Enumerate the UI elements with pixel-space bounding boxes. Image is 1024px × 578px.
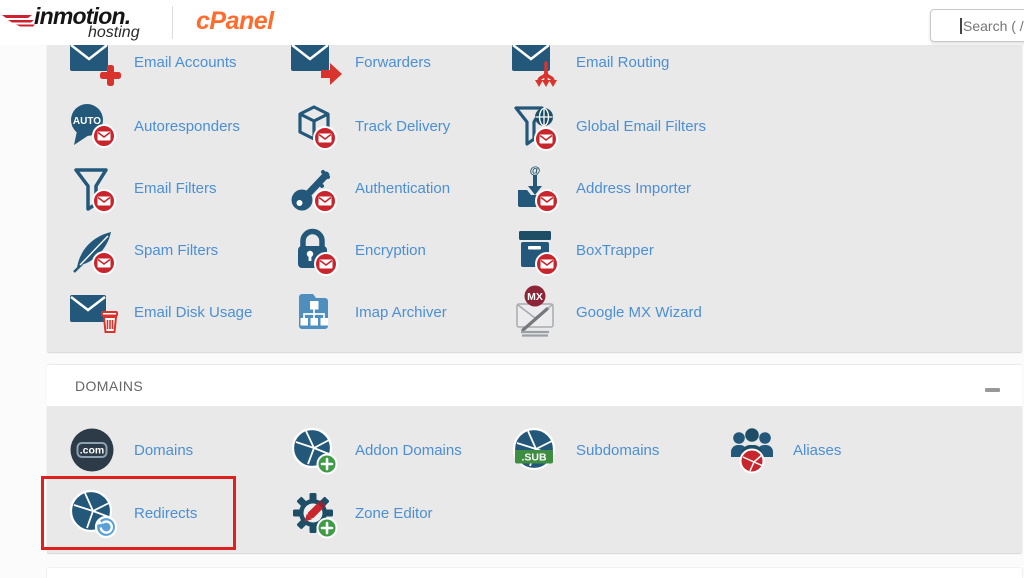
svg-text:.com: .com bbox=[80, 445, 105, 457]
app-item-label: Address Importer bbox=[576, 180, 692, 197]
collapse-section-button[interactable] bbox=[982, 376, 1002, 396]
app-item-authentication[interactable]: Authentication bbox=[287, 161, 450, 216]
app-item-label: Addon Domains bbox=[355, 442, 462, 459]
folder-tree-icon bbox=[287, 285, 342, 340]
globe-sub-icon: .SUB bbox=[508, 423, 563, 478]
app-item-subdomains[interactable]: .SUB Subdomains bbox=[508, 423, 659, 478]
cube-icon bbox=[287, 99, 342, 154]
svg-text:@: @ bbox=[530, 165, 541, 177]
lock-icon bbox=[287, 223, 342, 278]
auto-bubble-icon: AUTO bbox=[66, 99, 121, 154]
app-item-label: Redirects bbox=[134, 505, 198, 522]
inmotion-swoosh-icon bbox=[2, 13, 38, 34]
box-icon bbox=[508, 223, 563, 278]
app-item-imap-archiver[interactable]: Imap Archiver bbox=[287, 285, 447, 340]
logo-divider bbox=[172, 6, 173, 39]
app-item-autoresponders[interactable]: AUTO Autoresponders bbox=[66, 99, 240, 154]
app-item-label: Autoresponders bbox=[134, 118, 240, 135]
app-item-label: Spam Filters bbox=[134, 242, 219, 259]
svg-text:AUTO: AUTO bbox=[73, 116, 101, 127]
search-placeholder: Search ( / bbox=[963, 17, 1024, 34]
app-item-label: BoxTrapper bbox=[576, 242, 654, 259]
app-item-boxtrapper[interactable]: BoxTrapper bbox=[508, 223, 654, 278]
minus-icon bbox=[984, 388, 1000, 392]
funnel-icon bbox=[66, 161, 121, 216]
app-item-global-email-filters[interactable]: Global Email Filters bbox=[508, 99, 706, 154]
app-item-spam-filters[interactable]: Spam Filters bbox=[66, 223, 218, 278]
app-item-label: Aliases bbox=[793, 442, 842, 459]
top-bar: inmotion. hosting cPanel Search ( / bbox=[0, 0, 1024, 45]
mx-wizard-icon: MX bbox=[508, 285, 563, 340]
next-section-card-edge bbox=[47, 568, 1022, 578]
app-item-email-disk-usage[interactable]: Email Disk Usage bbox=[66, 285, 252, 340]
globe-plus-icon bbox=[287, 423, 342, 478]
envelope-route-icon bbox=[508, 45, 563, 90]
app-item-forwarders[interactable]: Forwarders bbox=[287, 45, 431, 90]
app-item-zone-editor[interactable]: Zone Editor bbox=[287, 486, 433, 541]
svg-text:.SUB: .SUB bbox=[521, 452, 547, 464]
app-item-label: Google MX Wizard bbox=[576, 304, 702, 321]
app-item-label: Email Routing bbox=[576, 54, 670, 71]
people-globe-icon bbox=[725, 423, 780, 478]
app-item-label: Domains bbox=[134, 442, 194, 459]
app-item-label: Track Delivery bbox=[355, 118, 451, 135]
app-item-label: Imap Archiver bbox=[355, 304, 447, 321]
app-item-label: Forwarders bbox=[355, 54, 431, 71]
cpanel-logo: cPanel bbox=[196, 7, 274, 35]
app-item-email-filters[interactable]: Email Filters bbox=[66, 161, 217, 216]
domains-section-body: .com Domains Addon Domains .SUB Subdomains Al… bbox=[47, 406, 1022, 553]
search-input[interactable]: Search ( / bbox=[930, 9, 1024, 42]
app-item-aliases[interactable]: Aliases bbox=[725, 423, 841, 478]
app-item-label: Email Disk Usage bbox=[134, 304, 253, 321]
app-item-google-mx-wizard[interactable]: MX Google MX Wizard bbox=[508, 285, 702, 340]
app-item-label: Subdomains bbox=[576, 442, 660, 459]
envelope-arrow-icon bbox=[287, 45, 342, 90]
inmotion-logo-hosting: hosting bbox=[88, 24, 140, 41]
import-tray-icon: @ bbox=[508, 161, 563, 216]
app-item-label: Encryption bbox=[355, 242, 426, 259]
app-item-encryption[interactable]: Encryption bbox=[287, 223, 426, 278]
funnel-globe-icon bbox=[508, 99, 563, 154]
svg-text:MX: MX bbox=[527, 291, 543, 303]
app-item-label: Email Filters bbox=[134, 180, 217, 197]
domains-section-header: DOMAINS bbox=[47, 365, 1022, 406]
app-item-label: Global Email Filters bbox=[576, 118, 707, 135]
text-caret bbox=[960, 17, 962, 34]
gear-zone-icon bbox=[287, 486, 342, 541]
app-item-label: Zone Editor bbox=[355, 505, 433, 522]
app-item-email-accounts[interactable]: Email Accounts bbox=[66, 45, 237, 90]
feather-icon bbox=[66, 223, 121, 278]
app-item-addon-domains[interactable]: Addon Domains bbox=[287, 423, 462, 478]
app-item-track-delivery[interactable]: Track Delivery bbox=[287, 99, 450, 154]
inmotion-logo: inmotion. bbox=[34, 3, 131, 29]
globe-redo-icon bbox=[66, 486, 121, 541]
domains-section-title: DOMAINS bbox=[75, 378, 144, 394]
envelope-trash-icon bbox=[66, 285, 121, 340]
app-item-label: Email Accounts bbox=[134, 54, 237, 71]
app-item-address-importer[interactable]: @ Address Importer bbox=[508, 161, 691, 216]
app-item-email-routing[interactable]: Email Routing bbox=[508, 45, 669, 90]
com-circle-icon: .com bbox=[66, 423, 121, 478]
envelope-plus-icon bbox=[66, 45, 121, 90]
app-item-redirects[interactable]: Redirects bbox=[66, 486, 197, 541]
key-icon bbox=[287, 161, 342, 216]
app-item-domains[interactable]: .com Domains bbox=[66, 423, 193, 478]
app-item-label: Authentication bbox=[355, 180, 451, 197]
